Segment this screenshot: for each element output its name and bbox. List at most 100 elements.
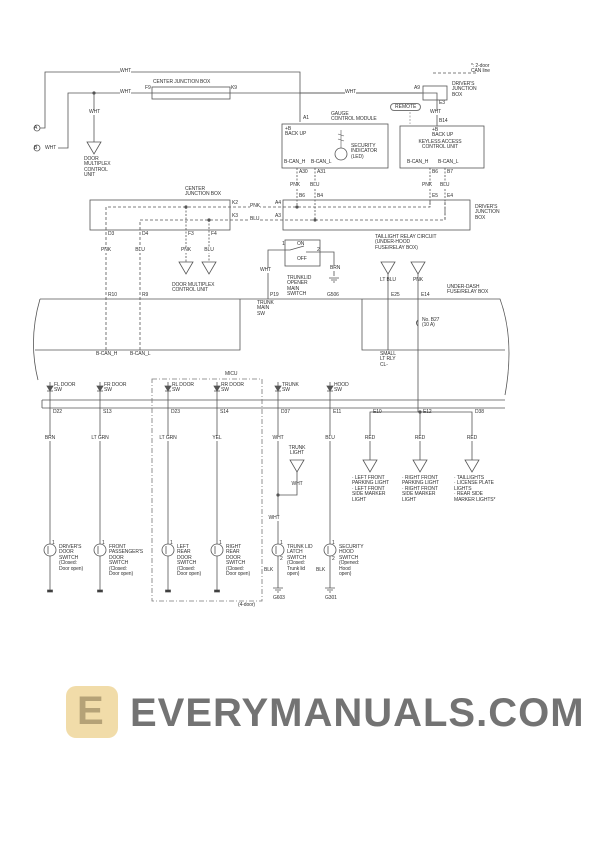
switch-input-label: FL DOOR SW (54, 382, 76, 394)
switch-icon (161, 543, 175, 557)
taillight-relay-wires (387, 274, 419, 412)
pin-label: 1 (282, 241, 285, 247)
djb-top-title: DRIVER'S JUNCTION BOX (452, 81, 477, 98)
fuse-label: No. B27 (10 A) (422, 317, 440, 329)
wire-label: RED (364, 435, 376, 442)
light-label: · LEFT FRONT PARKING LIGHT · LEFT FRONT … (352, 475, 389, 503)
taillight-relay-connector-icon (380, 261, 396, 275)
pin-label: 1 (52, 540, 55, 546)
switch-input-label: HOOD SW (334, 382, 349, 394)
wire-label: BLK (264, 567, 274, 573)
pin-label: A9 (414, 85, 420, 91)
gauge-title: GAUGE CONTROL MODULE (331, 111, 377, 123)
pin-label: F4 (211, 231, 217, 237)
under-dash-title: UNDER-DASH FUSE/RELAY BOX (447, 284, 489, 296)
ground-icon (325, 565, 335, 593)
diode-icon (274, 385, 282, 392)
remote-label: REMOTE (390, 103, 422, 111)
splice-dot (184, 205, 188, 209)
pin-label: E11 (333, 409, 342, 415)
relay-label: SMALL LT RLY CL- (380, 351, 396, 368)
pin-label: E5 (432, 193, 438, 199)
djb-title: DRIVER'S JUNCTION BOX (475, 204, 500, 221)
center-junction-box (89, 199, 231, 231)
can-label: B-CAN_H (284, 159, 306, 165)
drivers-junction-box (282, 199, 471, 231)
pin-label: E4 (447, 193, 453, 199)
can-label: B-CAN_L (438, 159, 459, 165)
wire-label: WHT (430, 109, 442, 116)
pin-label: A3 (275, 213, 281, 219)
switch-icon (93, 543, 107, 557)
fuse-b27-icon (416, 319, 419, 327)
pin-label: 1 (280, 540, 283, 546)
watermark-logo: E (66, 686, 118, 738)
switch-input-label: TRUNK SW (282, 382, 299, 394)
center-junction-box-top (151, 86, 231, 100)
gauge-backup: +B BACK UP (285, 126, 307, 138)
light-connector-icon (412, 459, 428, 473)
device-label: FRONT PASSENGER'S DOOR SWITCH (Closed: D… (109, 544, 143, 578)
pin-label: S14 (220, 409, 229, 415)
door-multiplex-connector-icon (201, 261, 217, 275)
wire-label: WHT (120, 89, 132, 96)
wire-label: PNK (422, 182, 432, 189)
trunk-main-sw-label: TRUNK MAIN SW (257, 300, 274, 317)
pin-label: F9 (145, 85, 151, 91)
wire-label: BLU (204, 247, 214, 254)
door-multiplex-connector-icon (86, 141, 102, 155)
center-jb-top-title: CENTER JUNCTION BOX (153, 79, 211, 85)
gauge-control-module-box (281, 123, 389, 169)
switch-off-label: OFF (297, 256, 307, 262)
switch-icon (210, 543, 224, 557)
pin-label: A1 (303, 115, 309, 121)
pin-label: B7 (447, 169, 453, 175)
wire-label: WHT (120, 68, 132, 75)
legend-text: *: 2-door CAN line (471, 63, 490, 75)
pin-label: F3 (188, 231, 194, 237)
pin-label: D22 (53, 409, 62, 415)
device-label: TRUNK LID LATCH SWITCH (Closed: Trunk li… (287, 544, 313, 578)
micu-note: (4-door) (238, 602, 255, 608)
can-label: B-CAN_L (311, 159, 332, 165)
micu-boundary (151, 378, 263, 602)
center-jb-title: CENTER JUNCTION BOX (185, 186, 222, 198)
pin-label: E10 (373, 409, 382, 415)
pin-label: P19 (270, 292, 279, 298)
ground-terminal-icon (165, 589, 171, 593)
switch-input-label: RL DOOR SW (172, 382, 194, 394)
wire-label: PNK (413, 277, 423, 283)
light-label: · TAILLIGHTS · LICENSE PLATE LIGHTS · RE… (454, 475, 496, 503)
light-connector-icon (464, 459, 480, 473)
diode-icon (326, 385, 334, 392)
wire-label: YEL (212, 435, 222, 442)
security-led-label: SECURITY INDICATOR (LED) (351, 143, 378, 160)
switch-icon (43, 543, 57, 557)
trunk-light-wire (278, 472, 298, 496)
micu-label: MICU (225, 371, 238, 377)
wire-wht-a (40, 71, 301, 129)
pin-label: D4 (142, 231, 149, 237)
pin-label: E14 (421, 292, 430, 298)
device-label: DRIVER'S DOOR SWITCH (Closed: Door open) (59, 544, 84, 572)
pin-label: D38 (475, 409, 484, 415)
pin-label: A30 (299, 169, 308, 175)
door-multiplex-label: DOOR MULTIPLEX CONTROL UNIT (172, 282, 215, 294)
watermark-logo-letter: E (77, 689, 104, 733)
wire-label: BLU (135, 247, 145, 254)
wire-label: BRN (330, 265, 341, 272)
device-label: SECURITY HOOD SWITCH (Opened: Hood open) (339, 544, 364, 578)
pin-label: K9 (231, 85, 237, 91)
diode-icon (96, 385, 104, 392)
taillight-relay-connector-icon (410, 261, 426, 275)
wire-label: BLU (440, 182, 450, 189)
pin-label: S13 (103, 409, 112, 415)
light-connector-icon (362, 459, 378, 473)
watermark: EVERYMANUALS.COM (130, 691, 585, 735)
splice-dot (276, 493, 280, 497)
pin-label: A4 (275, 200, 281, 206)
pin-label: 2 (317, 247, 320, 253)
pin-label: D23 (171, 409, 180, 415)
wire-label: BLU (250, 216, 260, 223)
wire-label: PNK (290, 182, 300, 189)
